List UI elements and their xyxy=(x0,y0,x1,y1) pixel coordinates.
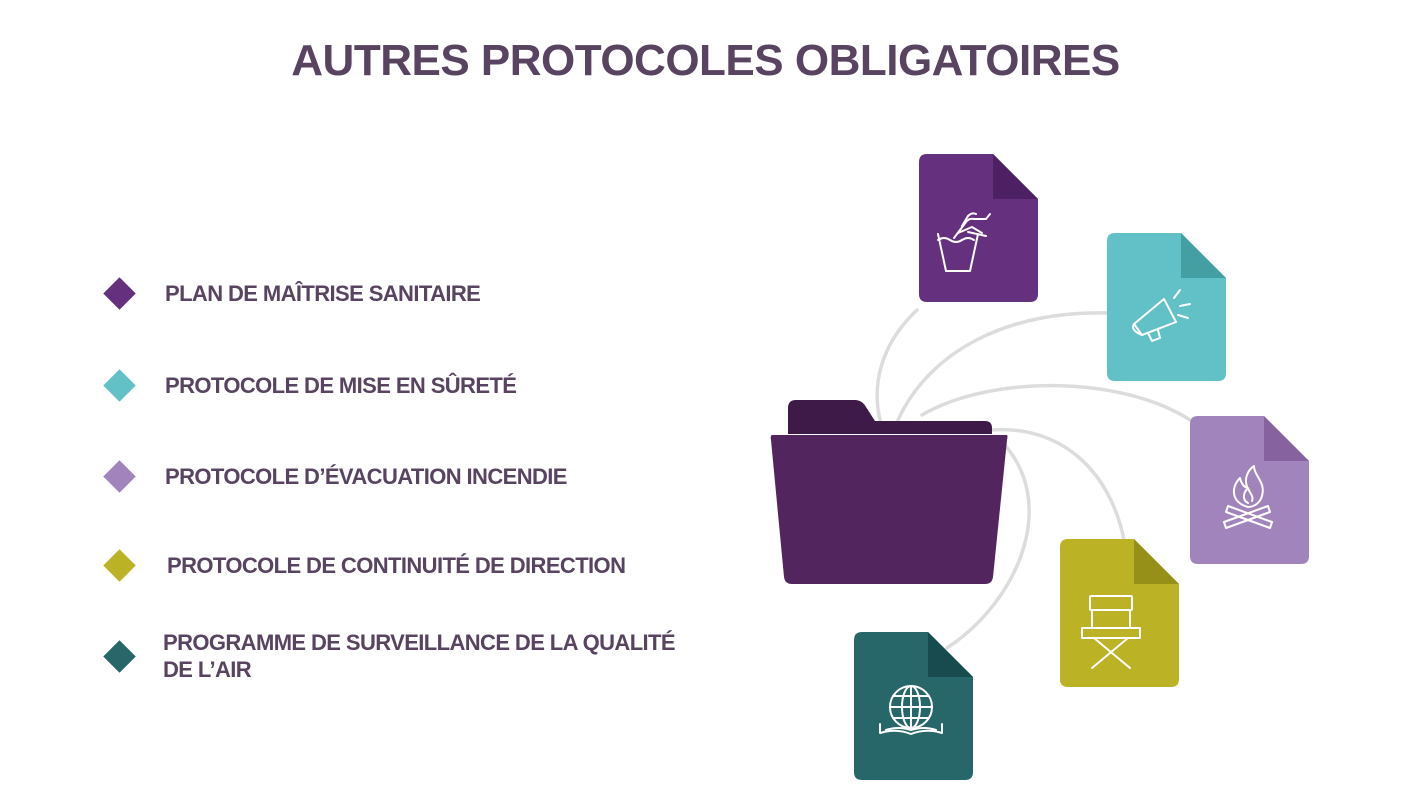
connector-line xyxy=(990,427,1126,542)
document-sanitary xyxy=(919,154,1038,302)
protocol-item-continuity: PROTOCOLE DE CONTINUITÉ DE DIRECTION xyxy=(103,549,727,582)
page-title: AUTRES PROTOCOLES OBLIGATOIRES xyxy=(291,36,1120,85)
protocol-label: PROTOCOLE DE CONTINUITÉ DE DIRECTION xyxy=(167,553,626,578)
hand-washing-icon xyxy=(937,212,991,272)
protocol-item-fire-evacuation: PROTOCOLE D’ÉVACUATION INCENDIE xyxy=(103,460,725,493)
connector-line xyxy=(875,308,919,422)
director-chair-icon xyxy=(1081,595,1141,669)
globe-book-icon xyxy=(879,685,943,735)
fire-icon xyxy=(1223,465,1273,529)
protocol-label: PROTOCOLE DE MISE EN SÛRETÉ xyxy=(165,373,517,398)
document-security xyxy=(1107,233,1226,381)
connectors xyxy=(875,308,1192,650)
protocol-item-air-quality: PROGRAMME DE SURVEILLANCE DE LA QUALITÉ … xyxy=(103,629,703,683)
megaphone-icon xyxy=(1132,289,1191,342)
document-fire-evacuation xyxy=(1190,416,1309,564)
connector-line xyxy=(920,383,1192,422)
protocol-label: PROTOCOLE D’ÉVACUATION INCENDIE xyxy=(165,464,567,489)
folder-icon xyxy=(770,400,1008,584)
protocol-label: PLAN DE MAÎTRISE SANITAIRE xyxy=(165,281,481,306)
connector-line xyxy=(945,438,1031,650)
protocol-label: PROGRAMME DE SURVEILLANCE DE LA QUALITÉ … xyxy=(163,630,676,682)
document-continuity xyxy=(1060,539,1179,687)
connector-line xyxy=(896,311,1110,422)
document-air-quality xyxy=(854,632,973,780)
protocol-item-sanitary: PLAN DE MAÎTRISE SANITAIRE xyxy=(103,277,725,310)
protocol-item-security: PROTOCOLE DE MISE EN SÛRETÉ xyxy=(103,369,725,402)
